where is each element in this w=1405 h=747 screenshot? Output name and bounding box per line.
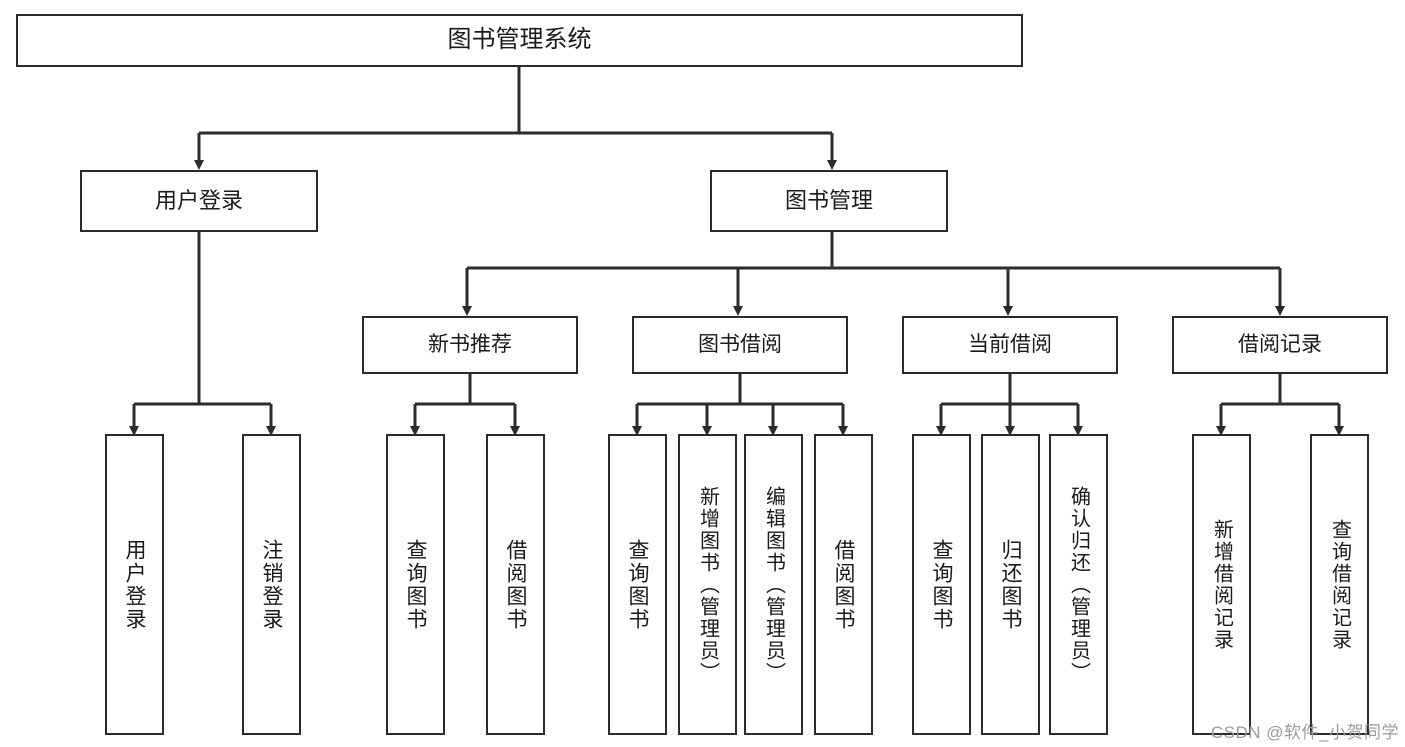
node-leaf-edit-book-admin-label: 编辑图书（管理员）	[762, 485, 785, 684]
node-user-login-label: 用户登录	[154, 188, 243, 214]
node-current-borrow[interactable]: 当前借阅	[902, 316, 1118, 374]
node-new-book-recommend[interactable]: 新书推荐	[362, 316, 578, 374]
node-leaf-confirm-return-admin[interactable]: 确认归还（管理员）	[1049, 434, 1108, 735]
node-leaf-user-login[interactable]: 用户登录	[105, 434, 164, 735]
node-root-label: 图书管理系统	[447, 26, 592, 54]
node-leaf-borrow-book-1[interactable]: 借阅图书	[486, 434, 545, 735]
node-leaf-query-book-2[interactable]: 查询图书	[608, 434, 667, 735]
node-leaf-user-login-label: 用户登录	[123, 538, 147, 631]
node-book-manage-label: 图书管理	[784, 188, 873, 214]
node-leaf-confirm-return-admin-label: 确认归还（管理员）	[1067, 485, 1090, 684]
node-leaf-query-book-1[interactable]: 查询图书	[386, 434, 445, 735]
node-book-borrow[interactable]: 图书借阅	[632, 316, 848, 374]
node-user-login[interactable]: 用户登录	[80, 170, 318, 232]
node-leaf-query-book-3[interactable]: 查询图书	[912, 434, 971, 735]
node-current-borrow-label: 当前借阅	[968, 332, 1052, 356]
node-leaf-logout-login[interactable]: 注销登录	[242, 434, 301, 735]
node-leaf-query-book-2-label: 查询图书	[626, 538, 650, 631]
node-leaf-borrow-book-2[interactable]: 借阅图书	[814, 434, 873, 735]
node-book-borrow-label: 图书借阅	[698, 332, 782, 356]
node-leaf-borrow-book-1-label: 借阅图书	[504, 538, 528, 631]
node-leaf-query-book-1-label: 查询图书	[404, 538, 428, 631]
node-leaf-query-borrow-record[interactable]: 查询借阅记录	[1310, 434, 1369, 735]
node-leaf-query-book-3-label: 查询图书	[930, 538, 954, 631]
node-leaf-query-borrow-record-label: 查询借阅记录	[1328, 518, 1351, 651]
node-book-manage[interactable]: 图书管理	[710, 170, 948, 232]
node-leaf-return-book[interactable]: 归还图书	[981, 434, 1040, 735]
node-borrow-record-label: 借阅记录	[1238, 332, 1322, 356]
node-leaf-borrow-book-2-label: 借阅图书	[832, 538, 856, 631]
node-leaf-add-borrow-record-label: 新增借阅记录	[1210, 518, 1233, 651]
csdn-watermark: CSDN @软件_小贺同学	[1210, 723, 1399, 742]
node-leaf-edit-book-admin[interactable]: 编辑图书（管理员）	[744, 434, 803, 735]
node-leaf-return-book-label: 归还图书	[999, 538, 1023, 631]
node-leaf-add-book-admin[interactable]: 新增图书（管理员）	[678, 434, 737, 735]
node-leaf-logout-login-label: 注销登录	[260, 538, 284, 631]
node-leaf-add-borrow-record[interactable]: 新增借阅记录	[1192, 434, 1251, 735]
node-leaf-add-book-admin-label: 新增图书（管理员）	[696, 485, 719, 684]
node-root[interactable]: 图书管理系统	[16, 14, 1023, 67]
node-new-book-recommend-label: 新书推荐	[428, 332, 512, 356]
node-borrow-record[interactable]: 借阅记录	[1172, 316, 1388, 374]
